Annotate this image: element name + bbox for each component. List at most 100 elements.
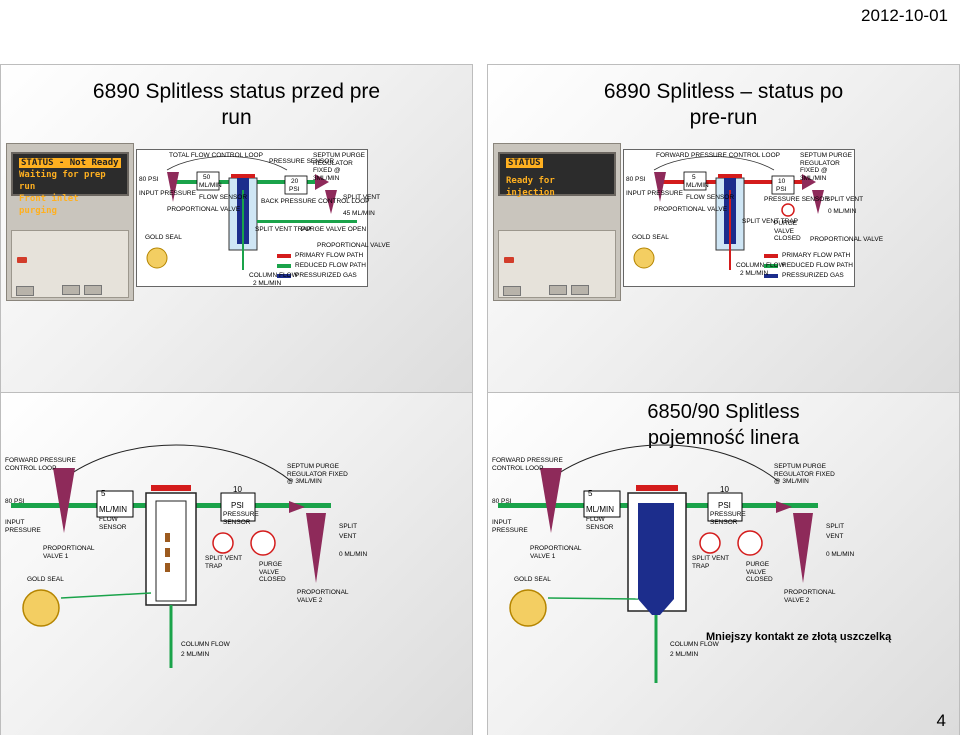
label-flow-val: 5 <box>692 174 696 181</box>
liner-tube <box>155 500 187 602</box>
status-display: STATUS Ready for injection <box>498 152 616 198</box>
legend-reduced-swatch <box>764 264 778 268</box>
legend-gas-swatch <box>764 274 778 278</box>
split-vent-valve-icon <box>812 190 824 214</box>
flow-sensor-box <box>96 490 134 518</box>
label-column-flow: COLUMN FLOW <box>670 641 719 648</box>
label-pressure-sensor: PRESSURE SENSOR <box>223 511 259 526</box>
label-fwd: FORWARD PRESSURE CONTROL LOOP <box>656 152 780 159</box>
label-psi: 80 PSI <box>139 176 159 183</box>
proportional-valve-1-icon <box>53 468 75 533</box>
label-purge-valve: PURGE VALVE CLOSED <box>746 561 773 583</box>
legend-primary: PRIMARY FLOW PATH <box>295 252 364 259</box>
label-gold-seal: GOLD SEAL <box>514 576 551 583</box>
label-psi: 80 PSI <box>626 176 646 183</box>
back-pressure-pipe <box>257 220 357 223</box>
label-input: INPUT PRESSURE <box>492 519 528 534</box>
label-prop-valve2: PROPORTIONAL VALVE 2 <box>784 589 836 604</box>
label-column-rate: 2 ML/MIN <box>740 270 769 277</box>
label-split: SPLIT <box>339 523 358 530</box>
label-column-flow: COLUMN FLOW <box>736 262 785 269</box>
purge-valve-closed-icon <box>781 203 795 217</box>
label-input: INPUT PRESSURE <box>139 190 196 197</box>
label-psi-val: 10 <box>778 178 786 185</box>
diagram-graphics <box>633 156 824 278</box>
proportional-valve-2-icon <box>793 513 813 583</box>
sample-plug-2 <box>165 548 170 557</box>
septum-purge-icon <box>289 501 305 513</box>
pressure-sensor-box <box>771 175 795 195</box>
label-column-rate: 2 ML/MIN <box>253 280 282 287</box>
label-flow-unit: ML/MIN <box>99 505 127 514</box>
label-pressure-sensor: PRESSURE SENSOR <box>764 196 830 203</box>
label-flow-val: 5 <box>101 489 106 498</box>
septum-purge-regulator-icon <box>802 174 816 190</box>
gold-seal-arrow <box>60 592 152 599</box>
legend-gas: PRESSURIZED GAS <box>782 272 844 279</box>
gold-seal-arrow <box>547 597 639 600</box>
legend-reduced: REDUCED FLOW PATH <box>295 262 366 269</box>
slide-1: 6890 Splitless status przed pre run STAT… <box>0 64 473 409</box>
key-start <box>571 285 589 295</box>
label-column-flow: COLUMN FLOW <box>249 272 298 279</box>
label-psi-val: 10 <box>720 485 729 494</box>
label-flow-sensor: FLOW SENSOR <box>199 194 248 201</box>
septum-red <box>231 174 255 178</box>
slide-4-title: 6850/90 Splitless pojemność linera <box>647 401 800 449</box>
label-prop-valve1: PROPORTIONAL VALVE 1 <box>530 545 582 560</box>
label-flow-val: 5 <box>588 489 593 498</box>
label-prop-valve2: PROPORTIONAL VALVE <box>317 242 391 249</box>
label-input: INPUT PRESSURE <box>626 190 683 197</box>
label-flow-sensor: FLOW SENSOR <box>99 516 127 531</box>
label-split-trap: SPLIT VENT TRAP <box>742 218 798 225</box>
forward-pressure-loop <box>547 444 779 482</box>
slide-1-title: 6890 Splitless status przed pre run <box>92 80 381 129</box>
label-prop-valve: PROPORTIONAL VALVE <box>654 206 728 213</box>
label-gold-seal: GOLD SEAL <box>145 234 182 241</box>
septum-red <box>718 174 742 178</box>
legend-primary-swatch <box>277 254 291 258</box>
gold-seal-icon <box>146 247 168 269</box>
label-psi-unit: PSI <box>231 501 244 510</box>
label-prop-valve1: PROPORTIONAL VALVE 1 <box>43 545 95 560</box>
label-vent-rate: 0 ML/MIN <box>828 208 857 215</box>
legend-reduced-swatch <box>277 264 291 268</box>
legend-gas-swatch <box>277 274 291 278</box>
label-split-trap: SPLIT VENT TRAP <box>692 555 729 570</box>
flow-sensor-box <box>683 171 707 191</box>
label-flow-unit: ML/MIN <box>586 505 614 514</box>
label-psi: 80 PSI <box>5 498 25 505</box>
label-purge-valve: PURGE VALVE CLOSED <box>774 220 801 242</box>
label-back-pressure: BACK PRESSURE CONTROL LOOP <box>261 198 370 205</box>
purge-valve-icon <box>737 530 763 556</box>
flow-sensor-box <box>196 171 220 191</box>
purge-valve-icon <box>250 530 276 556</box>
legend-primary-swatch <box>764 254 778 258</box>
forward-pressure-loop <box>653 156 775 171</box>
label-flow-unit: ML/MIN <box>199 182 222 189</box>
label-column-flow: COLUMN FLOW <box>181 641 230 648</box>
label-vent: VENT <box>826 533 844 540</box>
gold-seal-icon <box>22 589 60 627</box>
gc-keypad <box>11 230 129 298</box>
label-prop-valve2: PROPORTIONAL VALVE <box>810 236 884 243</box>
label-gold-seal: GOLD SEAL <box>632 234 669 241</box>
label-flow-unit: ML/MIN <box>686 182 709 189</box>
key-prep <box>62 285 80 295</box>
status-display: STATUS - Not Ready Waiting for prep run … <box>11 152 129 216</box>
label-split-trap: SPLIT VENT TRAP <box>205 555 242 570</box>
label-fwd: TOTAL FLOW CONTROL LOOP <box>169 152 263 159</box>
label-prop-valve2: PROPORTIONAL VALVE 2 <box>297 589 349 604</box>
label-pressure-loop: PRESSURE SENSOR <box>269 158 335 165</box>
pressure-sensor-box <box>707 492 743 522</box>
label-flow-sensor: FLOW SENSOR <box>586 516 614 531</box>
label-septum: SEPTUM PURGE REGULATOR FIXED @ 3ML/MIN <box>774 463 835 485</box>
label-gold-seal: GOLD SEAL <box>27 576 64 583</box>
key-indicator <box>504 257 514 263</box>
proportional-valve-icon <box>654 172 666 202</box>
split-vent-valve-icon <box>325 190 337 214</box>
label-vent: VENT <box>339 533 357 540</box>
label-prop-valve: PROPORTIONAL VALVE <box>167 206 241 213</box>
key-indicator <box>17 257 27 263</box>
label-psi-unit: PSI <box>718 501 731 510</box>
